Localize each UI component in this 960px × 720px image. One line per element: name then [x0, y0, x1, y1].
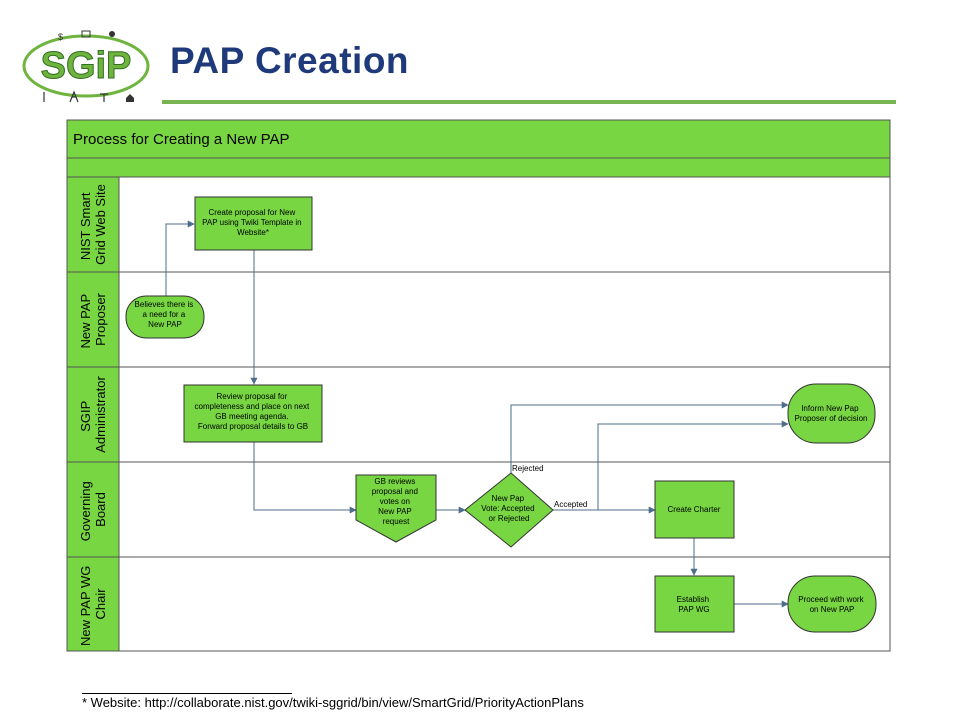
- node-proceed-text: Proceed with work on New PAP: [798, 595, 866, 614]
- lane-label-column: [66, 176, 120, 652]
- node-create-proposal: [194, 196, 313, 251]
- edge-review-to-gb: [253, 442, 357, 514]
- node-vote-text: New Pap Vote: Accepted or Rejected: [481, 494, 537, 523]
- node-proceed: [787, 575, 877, 633]
- node-vote-decision: [464, 472, 554, 548]
- diagram-title-band: [66, 119, 891, 159]
- lane-label-proposer: New PAP Proposer: [78, 290, 108, 348]
- lane-label-governing-board: Governing Board: [78, 478, 108, 542]
- lane-separators: [67, 271, 890, 558]
- node-gb-reviews-text: GB reviews proposal and votes on New PAP…: [372, 477, 421, 526]
- node-establish-wg: [654, 575, 735, 633]
- connectors: [165, 220, 789, 608]
- lane-label-nist: NIST Smart Grid Web Site: [78, 184, 108, 265]
- node-gb-reviews: [355, 474, 437, 543]
- edge-believes-to-create: [165, 220, 195, 296]
- tower-icon: [69, 90, 79, 103]
- node-inform-text: Inform New Pap Proposer of decision: [795, 404, 868, 423]
- lane-label-wg-chair: New PAP WG Chair: [78, 562, 108, 646]
- edge-label-accepted: Accepted: [554, 500, 587, 509]
- node-review-proposal-text: Review proposal for completeness and pla…: [195, 392, 312, 431]
- footnote-rule: [82, 693, 292, 694]
- dollar-icon: $: [58, 32, 63, 42]
- pole-icon: [100, 93, 108, 102]
- node-believes: [125, 295, 205, 339]
- diagram-subheader-band: [66, 157, 891, 178]
- bulb-icon: [109, 31, 115, 37]
- node-review-proposal: [183, 384, 323, 443]
- logo-text: SGiP: [41, 45, 132, 87]
- node-create-charter-text: Create Charter: [668, 505, 721, 514]
- node-establish-text: Establish PAP WG: [677, 595, 712, 614]
- computer-icon: [81, 30, 91, 38]
- lane-label-administrator: SGIP Administrator: [78, 376, 108, 453]
- node-create-proposal-text: Create proposal for New PAP using Twiki …: [202, 208, 304, 237]
- edge-accepted-to-inform: [597, 420, 789, 510]
- slide-title: PAP Creation: [170, 40, 410, 81]
- title-underline: [162, 100, 896, 104]
- node-create-charter: [654, 480, 735, 539]
- edge-label-rejected: Rejected: [512, 464, 544, 473]
- edge-vote-rejected-to-inform: [510, 401, 789, 473]
- house-icon: [126, 94, 134, 102]
- node-believes-text: Believes there is a need for a New PAP: [135, 300, 196, 329]
- diagram-title: Process for Creating a New PAP: [73, 131, 289, 148]
- sgip-logo: SGiP $: [22, 30, 150, 103]
- footnote: * Website: http://collaborate.nist.gov/t…: [82, 695, 584, 710]
- node-inform-proposer: [787, 383, 876, 444]
